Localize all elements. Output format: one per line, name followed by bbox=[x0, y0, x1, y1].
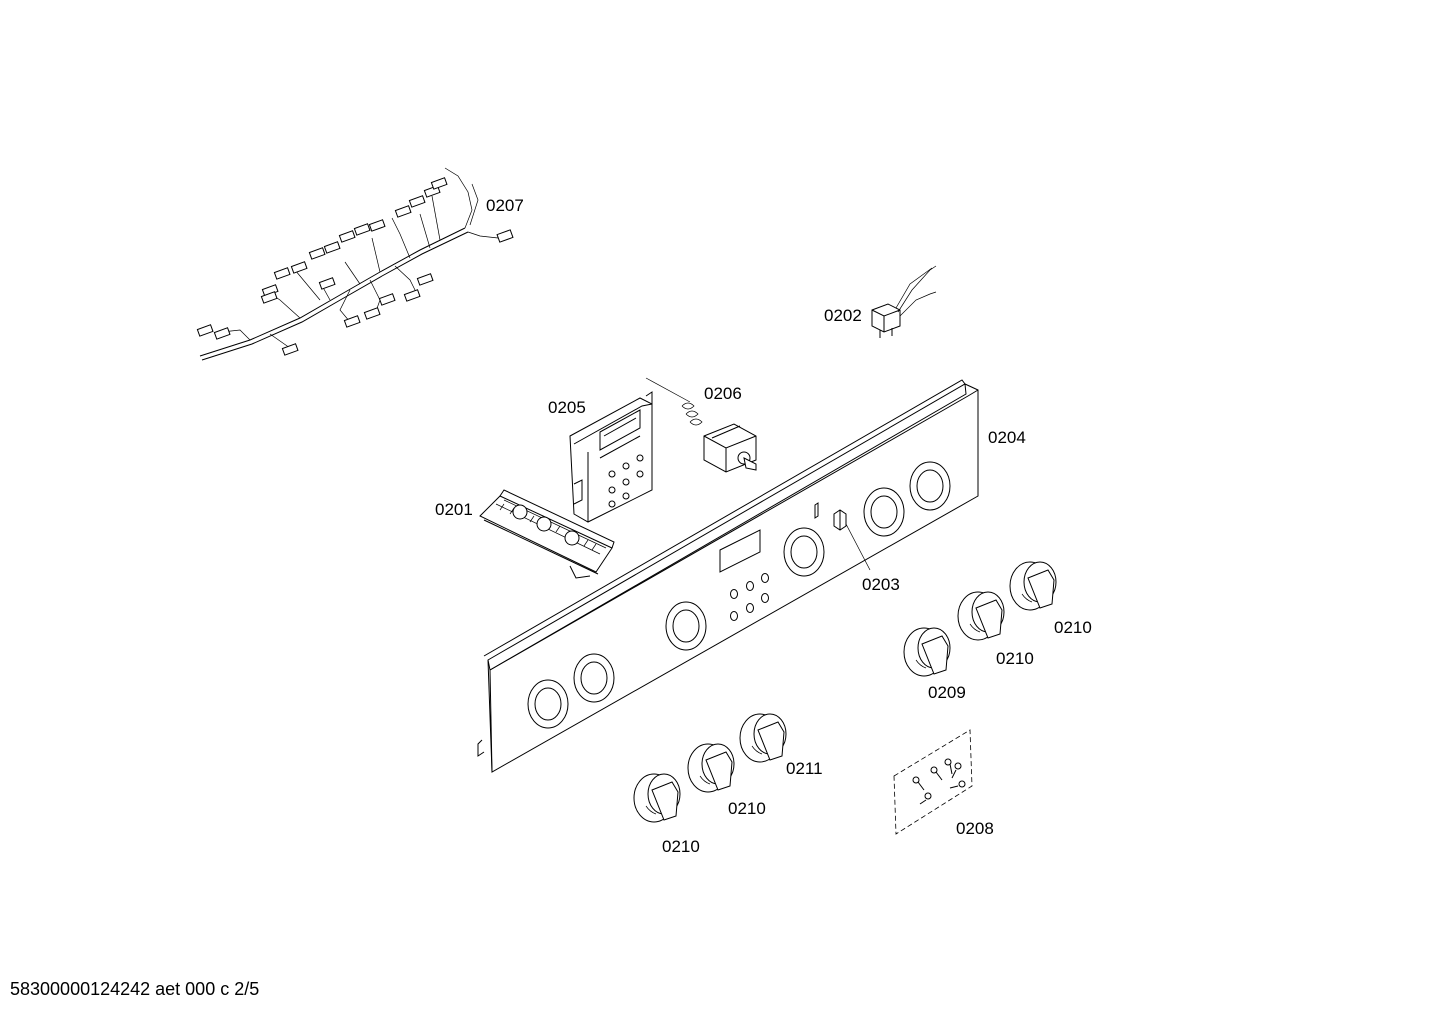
part-0208-screw-set[interactable] bbox=[893, 729, 973, 835]
knob-opening-4 bbox=[783, 527, 825, 577]
label-0208: 0208 bbox=[956, 819, 994, 838]
part-0202-switch[interactable] bbox=[871, 265, 937, 338]
label-0204: 0204 bbox=[988, 428, 1026, 447]
label-0206: 0206 bbox=[704, 384, 742, 403]
label-0210-c: 0210 bbox=[728, 799, 766, 818]
label-0210-b: 0210 bbox=[996, 649, 1034, 668]
screw bbox=[951, 762, 962, 779]
label-0207: 0207 bbox=[486, 196, 524, 215]
knob-opening-5 bbox=[863, 487, 905, 537]
label-0201: 0201 bbox=[435, 500, 473, 519]
part-0207-wiring-harness[interactable] bbox=[196, 167, 514, 361]
knob-opening-6 bbox=[909, 461, 951, 511]
label-0209: 0209 bbox=[928, 683, 966, 702]
label-0211: 0211 bbox=[786, 759, 823, 778]
part-0201-selector-board[interactable] bbox=[479, 489, 615, 579]
part-0205-timer-module[interactable] bbox=[569, 391, 653, 523]
knob-opening-2 bbox=[573, 653, 615, 703]
screw bbox=[912, 776, 925, 791]
screw bbox=[949, 780, 966, 789]
label-0210-d: 0210 bbox=[662, 837, 700, 856]
label-0205: 0205 bbox=[548, 398, 586, 417]
label-0203: 0203 bbox=[862, 575, 900, 594]
part-0204-control-panel[interactable] bbox=[477, 379, 979, 773]
label-0202: 0202 bbox=[824, 306, 862, 325]
document-id: 58300000124242 aet 000 c 2/5 bbox=[10, 979, 260, 999]
label-0210-a: 0210 bbox=[1054, 618, 1092, 637]
part-0210-knob-d[interactable] bbox=[633, 773, 681, 823]
screw bbox=[930, 766, 943, 781]
screw bbox=[919, 792, 932, 805]
part-0203-indicator-lens[interactable] bbox=[833, 509, 871, 571]
knob-opening-3 bbox=[665, 601, 707, 651]
part-0206-thermostat[interactable] bbox=[645, 377, 757, 473]
part-0211-knob[interactable] bbox=[739, 713, 787, 763]
screw bbox=[944, 758, 953, 775]
part-0210-knob-c[interactable] bbox=[687, 743, 735, 793]
part-0210-knob-b[interactable] bbox=[957, 591, 1005, 641]
knob-opening-1 bbox=[527, 679, 569, 729]
part-0209-knob[interactable] bbox=[903, 627, 951, 677]
part-0210-knob-a[interactable] bbox=[1009, 561, 1057, 611]
